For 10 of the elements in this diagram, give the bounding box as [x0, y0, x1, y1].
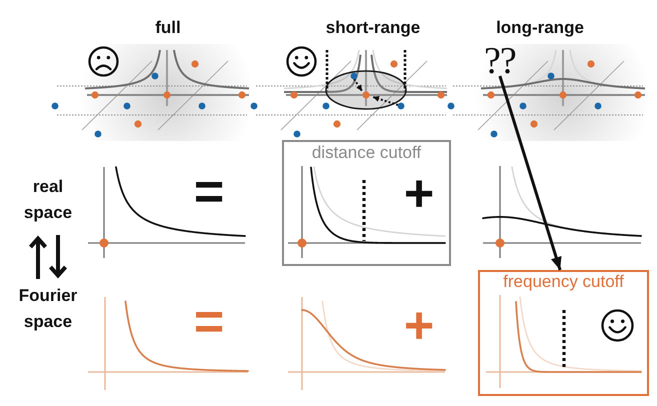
- equals-sign: =: [194, 173, 224, 211]
- question-marks: ??: [484, 46, 516, 76]
- row-label: Fourier space: [18, 285, 78, 333]
- column-heading: full: [155, 18, 181, 38]
- column-heading: short-range: [326, 18, 420, 38]
- panel-title: distance cutoff: [312, 143, 422, 163]
- column-heading: long-range: [496, 18, 584, 38]
- row-label: real space: [24, 176, 72, 224]
- panel-title: frequency cutoff: [503, 272, 624, 292]
- equals-sign: =: [194, 303, 224, 341]
